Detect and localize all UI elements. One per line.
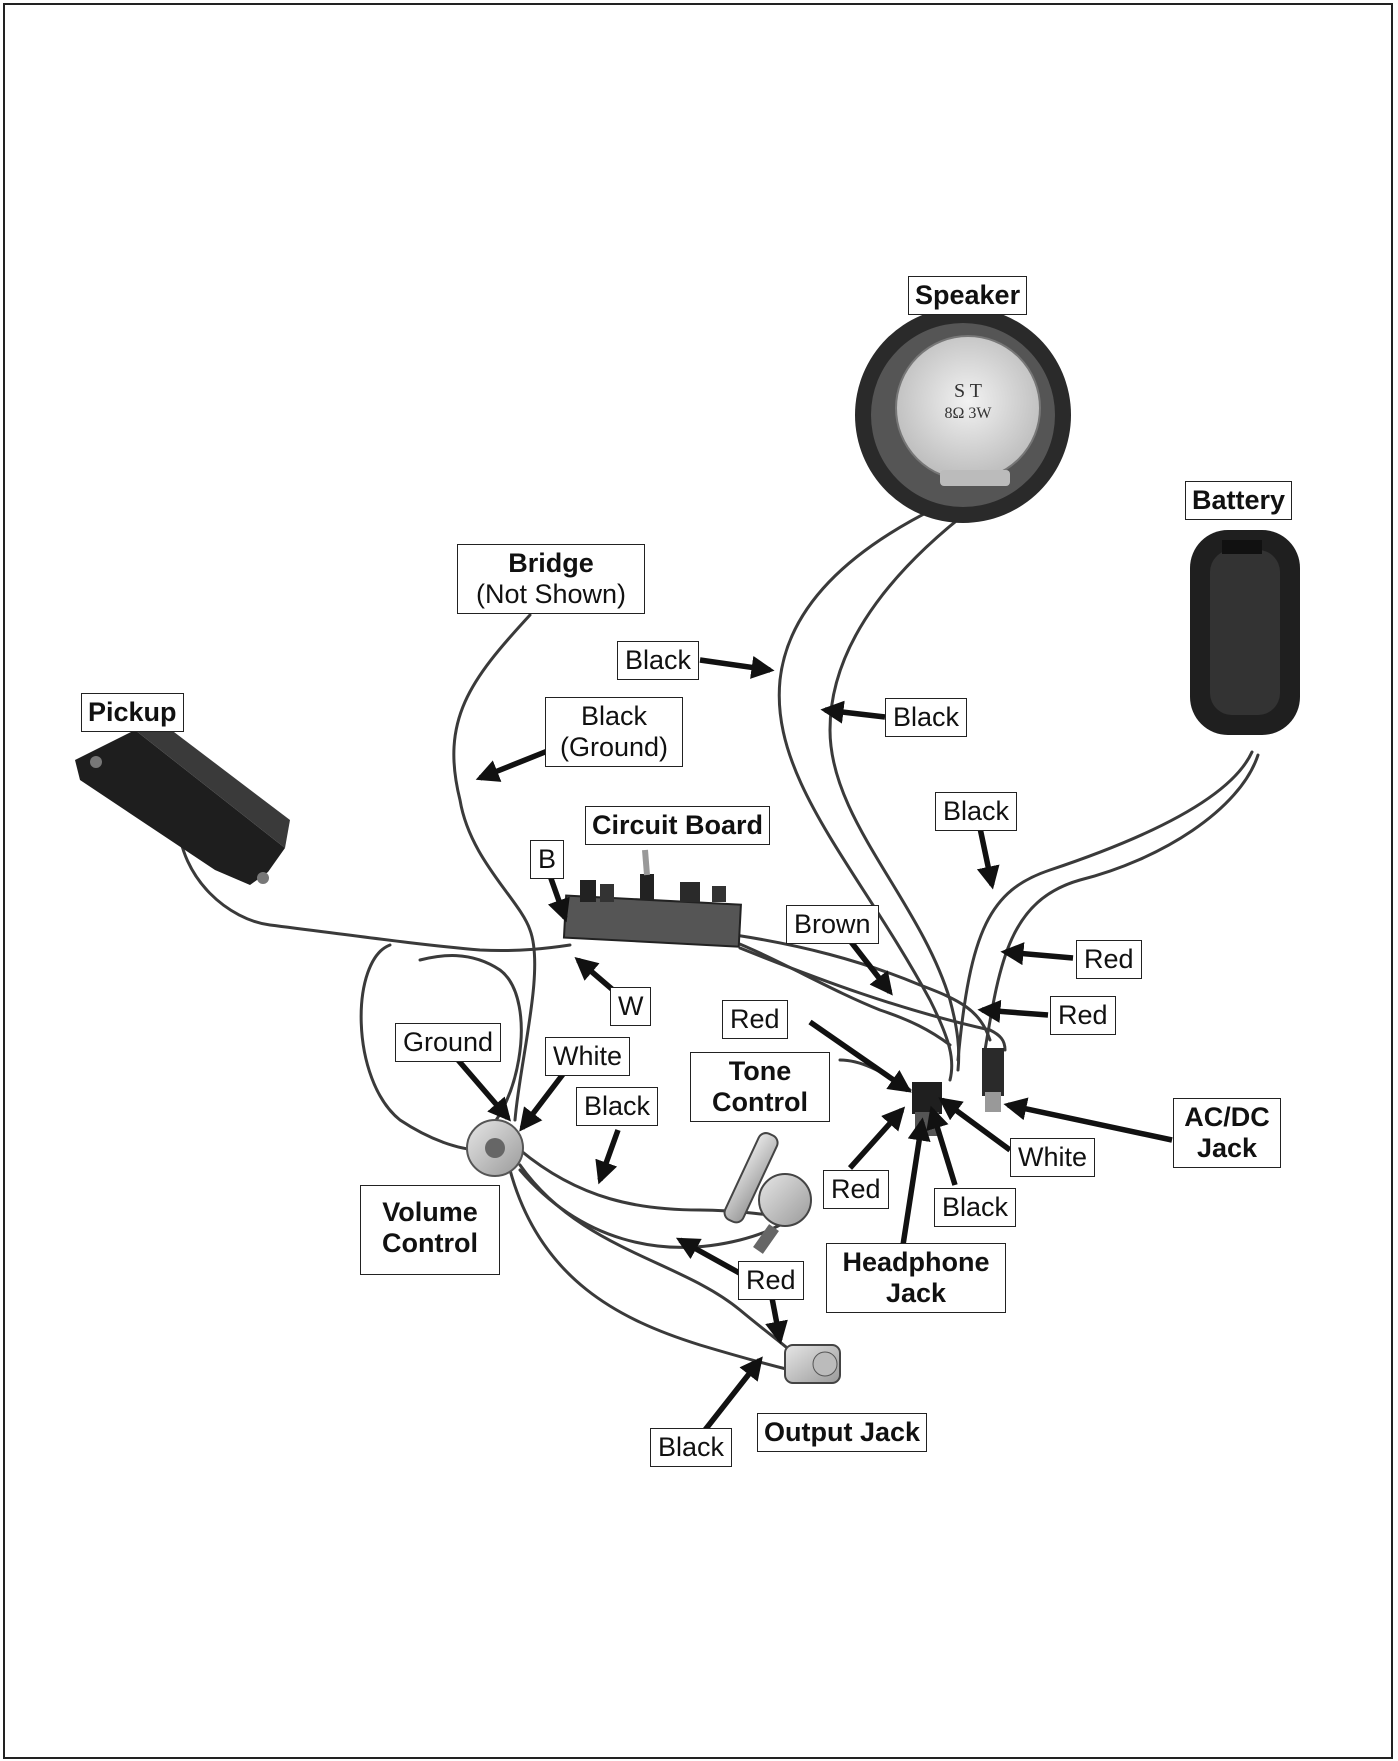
wire-label-text: Red [746,1265,796,1295]
wire-label-text: Black [625,645,691,675]
wire-label-text: Ground [403,1027,493,1057]
arrow-black-speaker-left [700,660,770,670]
pickup-label: Pickup [81,693,184,732]
arrow-red-output-down [772,1298,780,1340]
tone-control-label: Tone Control [690,1052,830,1122]
wire-label-ground: Ground [395,1023,501,1062]
volume-control-label: Volume Control [360,1185,500,1275]
pickup-label-text: Pickup [88,697,177,727]
wire-label-black-output: Black [650,1428,732,1467]
circuit-board-illustration [564,850,741,947]
wire-label-red-output: Red [738,1261,804,1300]
wire-label-text: White [553,1041,622,1071]
speaker-illustration: S T 8Ω 3W [855,307,1071,523]
headphone-jack-label-line1: Headphone [833,1247,999,1278]
speaker-label: Speaker [908,276,1027,315]
headphone-jack-label: Headphone Jack [826,1243,1006,1313]
wire-label-text: W [618,991,643,1021]
wire-label-black-speaker-right: Black [885,698,967,737]
speaker-marking-bottom: 8Ω 3W [945,405,993,422]
wire-label-black-battery: Black [935,792,1017,831]
wire-speaker-right [830,495,990,1070]
tone-control-label-line2: Control [697,1087,823,1118]
bridge-note-text: (Not Shown) [464,579,638,610]
battery-holder-illustration [1190,530,1300,735]
wire-label-text: Black [658,1432,724,1462]
wire-label-line1: Black [553,701,675,732]
wire-label-red-headphone: Red [722,1000,788,1039]
headphone-jack-label-line2: Jack [833,1278,999,1309]
wire-label-red-battery: Red [1076,940,1142,979]
acdc-jack-label-line1: AC/DC [1180,1102,1274,1133]
tone-control-label-line1: Tone [697,1056,823,1087]
wire-label-board-w: W [610,987,651,1026]
arrow-red-headphone-lower [850,1110,902,1168]
battery-label-text: Battery [1192,485,1285,515]
circuit-board-label-text: Circuit Board [592,810,763,840]
wire-label-black-speaker-left: Black [617,641,699,680]
circuit-board-label: Circuit Board [585,806,770,845]
arrow-black-battery [980,828,992,885]
acdc-jack-label: AC/DC Jack [1173,1098,1281,1168]
wire-label-text: Black [893,702,959,732]
output-jack-illustration [785,1345,840,1383]
arrow-black-volume [600,1130,618,1180]
arrow-board-w [578,960,613,990]
wire-label-line2: (Ground) [553,732,675,763]
speaker-marking-top: S T [954,380,982,402]
wire-label-red-upper: Red [1050,996,1116,1035]
arrow-black-ground [480,748,555,778]
speaker-label-text: Speaker [915,280,1020,310]
acdc-jack-label-line2: Jack [1180,1133,1274,1164]
wire-label-text: Brown [794,909,871,939]
wire-label-black-volume: Black [576,1087,658,1126]
wire-label-black-headphone: Black [934,1188,1016,1227]
wire-label-brown: Brown [786,905,879,944]
wire-label-text: B [538,844,556,874]
wire-battery-red [985,755,1258,1050]
wire-label-red-headphone-lower: Red [823,1170,889,1209]
arrow-red-battery [1005,952,1073,958]
volume-control-label-line1: Volume [367,1197,493,1228]
wire-speaker-left [779,490,975,1080]
wire-label-text: Red [730,1004,780,1034]
output-jack-label-text: Output Jack [764,1417,920,1447]
volume-control-label-line2: Control [367,1228,493,1259]
bridge-label-text: Bridge [464,548,638,579]
wire-label-board-b: B [530,840,564,879]
arrow-ground [458,1060,508,1118]
tone-pot-illustration [722,1130,811,1253]
arrow-black-output [705,1360,760,1430]
acdc-jack-illustration [982,1048,1004,1112]
wire-label-white-volume: White [545,1037,630,1076]
pickup-illustration [75,710,290,885]
wire-label-text: Black [942,1192,1008,1222]
wire-label-text: Black [584,1091,650,1121]
arrow-black-speaker-right [825,710,885,717]
wire-label-text: White [1018,1142,1087,1172]
wire-label-black-ground: Black (Ground) [545,697,683,767]
wire-label-text: Red [1058,1000,1108,1030]
output-jack-label: Output Jack [757,1413,927,1452]
wire-label-text: Black [943,796,1009,826]
arrow-acdc [1008,1105,1172,1140]
volume-pot-illustration [467,1120,523,1176]
arrow-black-headphone [932,1110,955,1185]
arrow-headphone-jack [903,1122,922,1245]
wire-label-text: Red [831,1174,881,1204]
wire-label-white-headphone: White [1010,1138,1095,1177]
arrow-brown [848,938,890,992]
wire-label-text: Red [1084,944,1134,974]
bridge-label: Bridge (Not Shown) [457,544,645,614]
battery-label: Battery [1185,481,1292,520]
